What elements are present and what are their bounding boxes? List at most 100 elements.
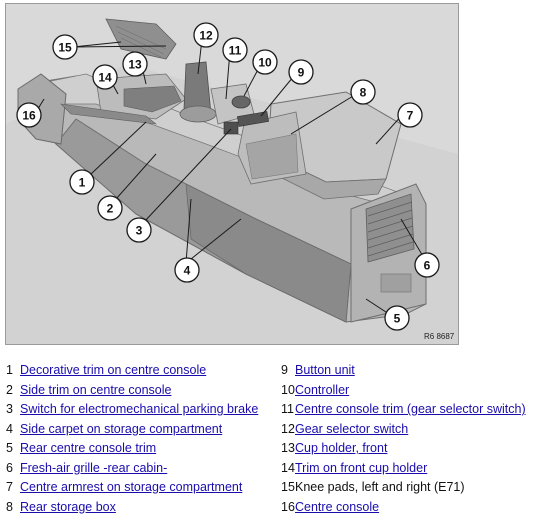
callout-number: 8	[360, 86, 367, 100]
legend-item: 12Gear selector switch	[281, 420, 526, 440]
legend-item: 1 Decorative trim on centre console	[6, 361, 258, 381]
callout-5: 5	[384, 305, 410, 331]
legend-item-number: 14	[281, 460, 295, 475]
callout-3: 3	[126, 217, 152, 243]
legend-item: 14Trim on front cup holder	[281, 459, 526, 479]
callout-15: 15	[52, 34, 78, 60]
callout-10: 10	[252, 49, 278, 75]
legend-item-number: 5	[6, 441, 13, 455]
legend-item-number: 1	[6, 363, 13, 377]
callout-number: 10	[258, 56, 272, 70]
callout-number: 9	[298, 66, 305, 80]
callout-number: 6	[424, 259, 431, 273]
callout-circle	[16, 102, 42, 128]
callout-8: 8	[350, 79, 376, 105]
callout-circle	[252, 49, 278, 75]
callout-circle	[69, 169, 95, 195]
callout-7: 7	[397, 102, 423, 128]
callout-circle	[414, 252, 440, 278]
legend-item-number: 9	[281, 363, 288, 377]
legend-item-link[interactable]: Centre console	[295, 499, 380, 514]
legend-item-link[interactable]: Centre armrest on storage compartment	[20, 480, 243, 494]
decorative-trim	[60, 103, 158, 125]
legend-item-link[interactable]: Side trim on centre console	[20, 382, 172, 397]
callout-circle	[350, 79, 376, 105]
callout-number: 4	[184, 264, 191, 278]
legend-item-number: 13	[281, 441, 295, 455]
callout-number: 16	[22, 109, 36, 123]
legend-item-link[interactable]: Button unit	[295, 363, 355, 377]
figure-id-label: R6 8687	[424, 332, 455, 341]
callout-12: 12	[193, 22, 219, 48]
callout-circle	[174, 257, 200, 283]
front-cup-holder	[123, 85, 182, 113]
legend-item-link[interactable]: Fresh-air grille -rear cabin-	[20, 460, 168, 475]
callout-2: 2	[97, 195, 123, 221]
legend-item-link[interactable]: Controller	[295, 382, 350, 397]
legend-item-number: 8	[6, 499, 13, 514]
legend-item: 8 Rear storage box	[6, 498, 258, 518]
legend-item-number: 11	[281, 402, 294, 416]
legend-item-number: 10	[281, 382, 295, 397]
callout-number: 5	[394, 312, 401, 326]
callout-11: 11	[222, 37, 248, 63]
callout-1: 1	[69, 169, 95, 195]
callout-circle	[288, 59, 314, 85]
grille-slats	[367, 201, 414, 257]
legend-item-number: 16	[281, 499, 295, 514]
legend-item: 10Controller	[281, 381, 526, 401]
legend-item: 11Centre console trim (gear selector swi…	[281, 400, 526, 420]
legend-item-number: 15	[281, 480, 295, 494]
gear-selector-base	[179, 105, 217, 123]
legend-item: 2 Side trim on centre console	[6, 381, 258, 401]
legend-item: 15Knee pads, left and right (E71)	[281, 478, 526, 498]
legend-item: 13Cup holder, front	[281, 439, 526, 459]
knee-pad-texture	[115, 25, 167, 58]
legend-item-number: 12	[281, 421, 295, 436]
callout-number: 7	[407, 109, 414, 123]
callout-circle	[92, 64, 118, 90]
callout-14: 14	[92, 64, 118, 90]
legend-item: 5 Rear centre console trim	[6, 439, 258, 459]
callout-number: 15	[58, 41, 72, 55]
controller-knob	[231, 95, 251, 109]
callout-circle	[126, 217, 152, 243]
callout-number: 3	[136, 224, 143, 238]
legend-item-link[interactable]: Cup holder, front	[295, 441, 388, 455]
legend-item-number: 2	[6, 382, 13, 397]
callout-13: 13	[122, 51, 148, 77]
legend-item-link[interactable]: Rear centre console trim	[20, 441, 157, 455]
callout-number: 1	[79, 176, 86, 190]
callout-number: 14	[98, 71, 112, 85]
rear-lower-panel	[380, 273, 412, 293]
callout-circle	[122, 51, 148, 77]
knee-pad-left	[105, 18, 177, 60]
legend-item-number: 7	[6, 480, 13, 494]
legend-item-link[interactable]: Rear storage box	[20, 499, 116, 514]
callout-circle	[193, 22, 219, 48]
callout-circle	[384, 305, 410, 331]
callout-number: 11	[229, 44, 242, 58]
legend-item-link[interactable]: Switch for electromechanical parking bra…	[20, 402, 259, 416]
legend-item: 7 Centre armrest on storage compartment	[6, 478, 258, 498]
callout-number: 2	[107, 202, 114, 216]
legend-item-link[interactable]: Gear selector switch	[295, 421, 409, 436]
callout-number: 13	[128, 58, 142, 72]
callout-circle	[97, 195, 123, 221]
legend-item-link[interactable]: Side carpet on storage compartment	[20, 421, 223, 436]
legend-item-link[interactable]: Trim on front cup holder	[295, 460, 428, 475]
legend-item-label: Knee pads, left and right (E71)	[295, 480, 465, 494]
legend-item-link[interactable]: Centre console trim (gear selector switc…	[295, 402, 526, 416]
callout-6: 6	[414, 252, 440, 278]
callout-circle	[52, 34, 78, 60]
callout-circle	[397, 102, 423, 128]
legend-item-link[interactable]: Decorative trim on centre console	[20, 363, 207, 377]
legend-item: 16Centre console	[281, 498, 526, 518]
storage-box-inner	[245, 133, 299, 180]
